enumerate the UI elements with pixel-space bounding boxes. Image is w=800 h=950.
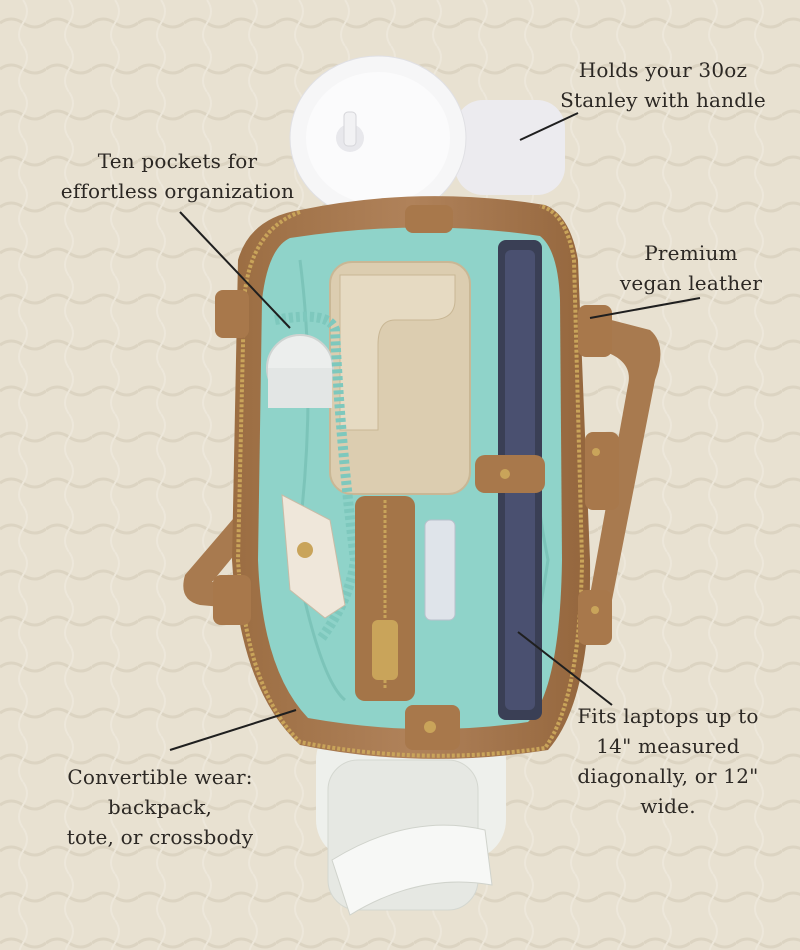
callout-line: Fits laptops up to [577,704,759,728]
callout-wear: Convertible wear: backpack, tote, or cro… [50,762,270,852]
callout-line: Holds your 30oz [578,58,748,82]
callout-laptop: Fits laptops up to 14" measured diagonal… [568,701,768,821]
callout-line: Stanley with handle [560,88,766,112]
callout-lines [169,112,701,751]
top-tumbler [289,55,565,221]
callout-line: effortless organization [60,179,295,203]
callout-leather: Premium vegan leather [612,238,770,298]
leather-pouch [355,496,415,701]
callout-pockets: Ten pockets for effortless organization [50,146,305,206]
callout-line: backpack, [107,795,213,819]
wipes-case [329,261,471,495]
callout-line: 14" measured [596,734,740,758]
elastic-pocket [274,311,361,643]
callout-line: vegan leather [619,271,763,295]
round-container [266,334,334,408]
callout-line: Convertible wear: [67,765,253,789]
gold-rivets [424,448,600,733]
callout-stanley: Holds your 30oz Stanley with handle [548,55,778,115]
callout-line: Premium [644,241,738,265]
callout-line: tote, or crossbody [66,825,254,849]
callout-line: diagonally, or 12" [577,764,759,788]
callout-line: wide. [640,794,696,818]
card-wallet [281,494,346,619]
callout-line: Ten pockets for [97,149,258,173]
right-strap [590,315,661,600]
utensil-pack [424,519,456,621]
